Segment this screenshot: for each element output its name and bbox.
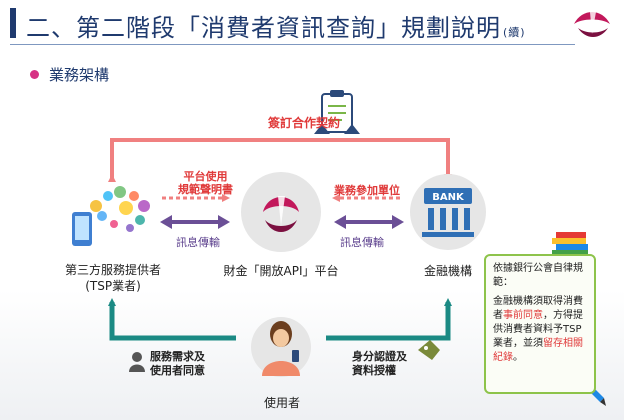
page-title-text: 二、第二階段「消費者資訊查詢」規劃說明 — [26, 14, 501, 42]
participant-label: 業務參加單位 — [334, 184, 400, 197]
bank-sign-text: BANK — [432, 192, 465, 203]
declaration-label-line1: 平台使用 — [183, 170, 228, 183]
left-message-label: 訊息傳輸 — [176, 236, 220, 249]
tsp-label-line2: (TSP業者) — [85, 279, 141, 293]
left-message-arrow — [160, 215, 230, 229]
user-label: 使用者 — [263, 396, 300, 410]
regulation-note-box: 依據銀行公會自律規範： 金融機構須取得消費者事前同意，方得提供消費者資料予TSP… — [484, 254, 596, 394]
api-platform-icon — [241, 172, 321, 252]
authorization-tag-icon — [418, 340, 440, 360]
right-return-arrow — [326, 298, 452, 341]
authorization-line2: 資料授權 — [352, 364, 396, 377]
title-accent-bar — [10, 8, 16, 38]
left-return-arrow — [108, 298, 236, 341]
tsp-provider-label: 第三方服務提供者 (TSP業者) — [58, 262, 168, 294]
bank-icon: BANK — [410, 174, 486, 250]
page-title-suffix: (續) — [503, 26, 526, 39]
organization-logo — [574, 12, 610, 37]
note-body-part3: 。 — [513, 352, 523, 363]
books-icon — [552, 232, 588, 256]
authorization-label: 身分認證及 資料授權 — [352, 350, 407, 378]
authorization-line1: 身分認證及 — [352, 350, 407, 363]
note-highlight-consent: 事前同意 — [503, 310, 543, 321]
contract-label: 簽訂合作契約 — [268, 116, 341, 130]
person-icon — [129, 352, 145, 372]
service-request-line1: 服務需求及 — [150, 350, 205, 363]
title-divider — [10, 44, 575, 45]
service-request-label: 服務需求及 使用者同意 — [150, 350, 205, 378]
declaration-label: 平台使用 規範聲明書 — [178, 170, 233, 196]
note-heading: 依據銀行公會自律規範： — [493, 263, 583, 288]
bullet-dot — [30, 70, 39, 79]
api-platform-label: 財金「開放API」平台 — [223, 264, 339, 278]
service-request-line2: 使用者同意 — [150, 364, 205, 377]
bank-label: 金融機構 — [423, 264, 472, 278]
contract-arrow — [108, 138, 452, 182]
tsp-provider-icon — [72, 186, 150, 246]
section-heading: 業務架構 — [30, 64, 109, 85]
section-heading-text: 業務架構 — [49, 66, 110, 84]
note-body-part2: ，方得提供消費者資料予TSP業者，並須 — [493, 310, 583, 349]
note-body: 金融機構須取得消費者事前同意，方得提供消費者資料予TSP業者，並須留存相關紀錄。 — [493, 295, 587, 365]
note-highlight-records: 留存相關紀錄 — [493, 338, 583, 363]
user-avatar-icon — [251, 317, 311, 377]
right-message-arrow — [334, 215, 404, 229]
note-body-part1: 金融機構須取得消費者 — [493, 296, 583, 321]
contract-clipboard-icon — [314, 90, 360, 134]
page-title: 二、第二階段「消費者資訊查詢」規劃說明(續) — [26, 8, 546, 43]
right-message-label: 訊息傳輸 — [340, 236, 384, 249]
tsp-label-line1: 第三方服務提供者 — [64, 263, 161, 277]
declaration-label-line2: 規範聲明書 — [178, 183, 233, 196]
